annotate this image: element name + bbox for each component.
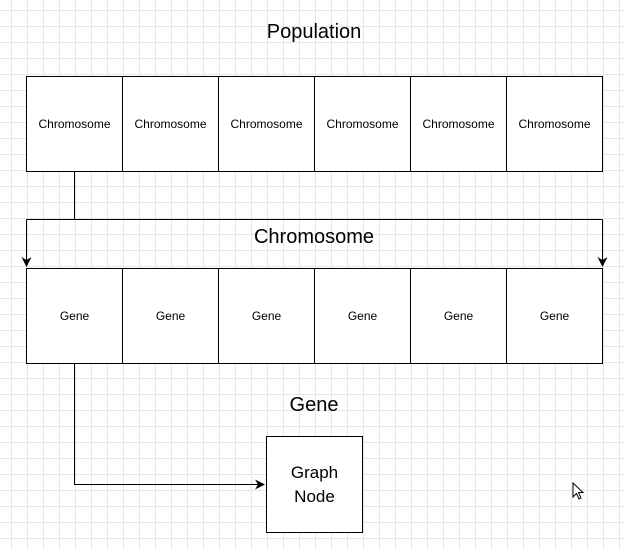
population-title: Population (266, 21, 362, 43)
gene-title: Gene (289, 394, 339, 416)
gene-cell-1[interactable]: Gene (26, 268, 123, 364)
mouse-pointer-icon (572, 482, 585, 500)
chromosome-title: Chromosome (253, 226, 375, 248)
gene-cell-5[interactable]: Gene (410, 268, 507, 364)
population-cell-5[interactable]: Chromosome (410, 76, 507, 172)
graph-node-line-2: Node (294, 486, 335, 506)
population-cell-2[interactable]: Chromosome (122, 76, 219, 172)
gene-cell-4[interactable]: Gene (314, 268, 411, 364)
population-cell-1[interactable]: Chromosome (26, 76, 123, 172)
graph-node-line-1: Graph (290, 462, 339, 482)
population-cell-3[interactable]: Chromosome (218, 76, 315, 172)
chromosome-row: Gene Gene Gene Gene Gene Gene (26, 268, 603, 364)
gene-cell-6[interactable]: Gene (506, 268, 603, 364)
population-cell-4[interactable]: Chromosome (314, 76, 411, 172)
gene-cell-3[interactable]: Gene (218, 268, 315, 364)
gene-to-node-connector (74, 364, 265, 490)
gene-cell-2[interactable]: Gene (122, 268, 219, 364)
graph-node-box[interactable]: Graph Node (266, 436, 363, 533)
graph-node-label: Graph Node (291, 461, 338, 509)
population-cell-6[interactable]: Chromosome (506, 76, 603, 172)
population-row: Chromosome Chromosome Chromosome Chromos… (26, 76, 603, 172)
